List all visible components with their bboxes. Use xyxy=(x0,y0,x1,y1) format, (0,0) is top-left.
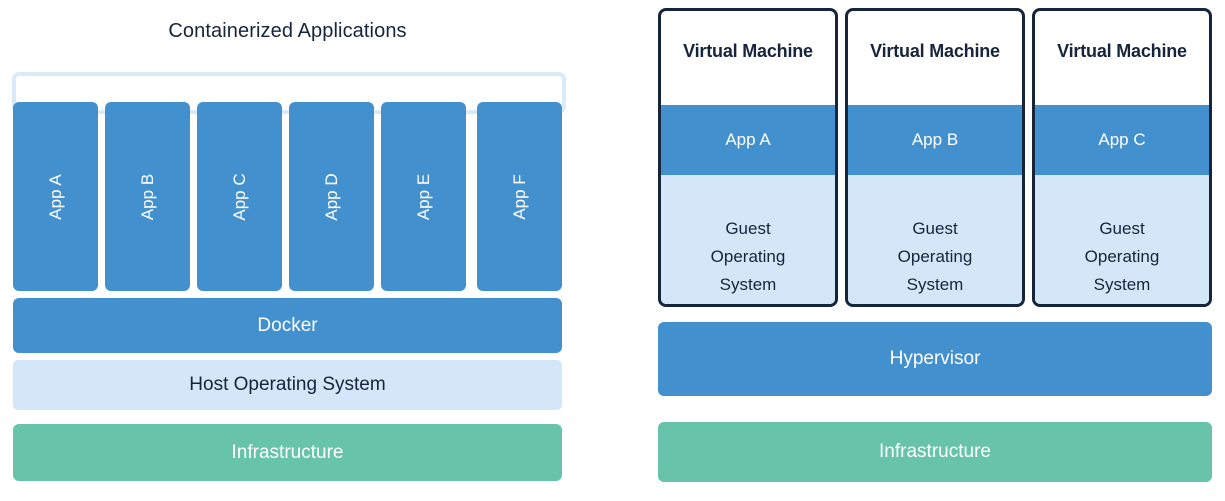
virtual-machine-3-guest-os[interactable]: Guest Operating System xyxy=(1035,175,1209,304)
guest-os-line-1: Guest xyxy=(912,219,958,238)
infrastructure-layer-containers[interactable]: Infrastructure xyxy=(13,424,562,481)
page-title: Containerized Applications xyxy=(168,20,407,42)
guest-os-line-3: System xyxy=(906,275,964,294)
virtual-machine-2-title: Virtual Machine xyxy=(870,41,1000,61)
containers-panel: Containerized Applications App A App B A… xyxy=(0,0,600,501)
infrastructure-label-vms: Infrastructure xyxy=(879,441,991,462)
container-app-d[interactable]: App D xyxy=(289,102,374,291)
guest-os-line-1: Guest xyxy=(1099,219,1145,238)
virtual-machine-3-app[interactable]: App C xyxy=(1035,105,1209,175)
container-app-e[interactable]: App E xyxy=(381,102,466,291)
infrastructure-layer-vms[interactable]: Infrastructure xyxy=(658,422,1212,482)
docker-layer-label: Docker xyxy=(257,314,318,336)
guest-os-line-2: Operating xyxy=(897,247,973,266)
container-app-f[interactable]: App F xyxy=(477,102,562,291)
virtual-machine-2-app[interactable]: App B xyxy=(848,105,1022,175)
virtual-machine-1-app[interactable]: App A xyxy=(661,105,835,175)
virtual-machine-1-guest-os[interactable]: Guest Operating System xyxy=(661,175,835,304)
guest-os-line-2: Operating xyxy=(710,247,786,266)
virtual-machine-1-app-label: App A xyxy=(725,130,771,149)
virtual-machine-2[interactable]: Virtual Machine App B Guest Operating Sy… xyxy=(845,8,1025,307)
virtual-machine-3-app-label: App C xyxy=(1098,130,1146,149)
virtual-machine-1-title: Virtual Machine xyxy=(683,41,813,61)
virtual-machine-1[interactable]: Virtual Machine App A Guest Operating Sy… xyxy=(658,8,838,307)
virtual-machine-3-title: Virtual Machine xyxy=(1057,41,1187,61)
container-app-b[interactable]: App B xyxy=(105,102,190,291)
infrastructure-label-containers: Infrastructure xyxy=(231,441,344,463)
virtual-machine-3[interactable]: Virtual Machine App C Guest Operating Sy… xyxy=(1032,8,1212,307)
guest-os-line-3: System xyxy=(1093,275,1151,294)
hypervisor-label: Hypervisor xyxy=(889,348,981,369)
guest-os-line-3: System xyxy=(719,275,777,294)
hypervisor-layer[interactable]: Hypervisor xyxy=(658,322,1212,396)
docker-layer[interactable]: Docker xyxy=(13,298,562,353)
host-operating-system-layer[interactable]: Host Operating System xyxy=(13,360,562,410)
container-app-a[interactable]: App A xyxy=(13,102,98,291)
container-app-c[interactable]: App C xyxy=(197,102,282,291)
virtual-machine-2-app-label: App B xyxy=(911,130,959,149)
host-operating-system-label: Host Operating System xyxy=(189,374,386,395)
guest-os-line-1: Guest xyxy=(725,219,771,238)
guest-os-line-2: Operating xyxy=(1084,247,1160,266)
virtual-machine-2-guest-os[interactable]: Guest Operating System xyxy=(848,175,1022,304)
